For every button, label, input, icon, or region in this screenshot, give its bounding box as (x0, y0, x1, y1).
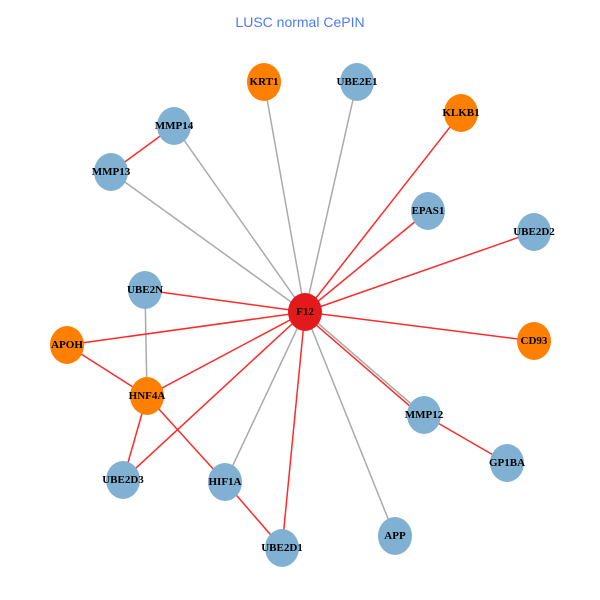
node-label: MMP12 (405, 409, 444, 421)
node-circle[interactable] (106, 461, 140, 499)
node-app[interactable]: APP (378, 517, 412, 555)
node-krt1[interactable]: KRT1 (247, 63, 281, 101)
node-epas1[interactable]: EPAS1 (411, 192, 445, 230)
node-mmp12[interactable]: MMP12 (405, 396, 444, 434)
node-hif1a[interactable]: HIF1A (208, 463, 242, 501)
node-f12[interactable]: F12 (288, 293, 322, 331)
node-ube2d1[interactable]: UBE2D1 (261, 529, 303, 567)
node-ube2d3[interactable]: UBE2D3 (102, 461, 144, 499)
diagram-title: LUSC normal CePIN (235, 14, 365, 30)
edge-f12-ube2e1 (304, 81, 358, 313)
edge-f12-mmp12 (302, 313, 423, 418)
edge-f12-cd93 (304, 311, 535, 342)
node-circle[interactable] (288, 293, 322, 331)
node-label: APP (384, 530, 406, 542)
node-hnf4a[interactable]: HNF4A (129, 377, 166, 415)
node-circle[interactable] (407, 396, 441, 434)
node-mmp14[interactable]: MMP14 (155, 107, 194, 145)
node-circle[interactable] (247, 63, 281, 101)
node-label: UBE2D3 (102, 474, 144, 486)
node-circle[interactable] (411, 192, 445, 230)
node-circle[interactable] (378, 517, 412, 555)
node-circle[interactable] (157, 107, 191, 145)
node-cd93[interactable]: CD93 (517, 322, 551, 360)
node-label: MMP13 (92, 166, 131, 178)
edge-f12-hnf4a (146, 311, 306, 397)
edge-f12-ube2d2 (304, 231, 535, 313)
node-circle[interactable] (50, 326, 84, 364)
node-label: F12 (296, 306, 314, 318)
node-circle[interactable] (94, 153, 128, 191)
edge-f12-klkb1 (304, 112, 462, 313)
edge-f12-app (304, 311, 396, 537)
node-mmp13[interactable]: MMP13 (92, 153, 131, 191)
node-circle[interactable] (340, 63, 374, 101)
node-ube2e1[interactable]: UBE2E1 (337, 63, 378, 101)
node-ube2d2[interactable]: UBE2D2 (513, 213, 555, 251)
node-circle[interactable] (517, 322, 551, 360)
node-klkb1[interactable]: KLKB1 (442, 94, 480, 132)
node-circle[interactable] (130, 377, 164, 415)
node-circle[interactable] (208, 463, 242, 501)
node-circle[interactable] (265, 529, 299, 567)
edge-f12-mmp13 (110, 171, 306, 313)
edge-f12-mmp14 (173, 125, 306, 313)
node-label: MMP14 (155, 120, 194, 132)
node-label: UBE2D1 (261, 542, 303, 554)
node-label: CD93 (521, 335, 548, 347)
edge-f12-krt1 (263, 81, 306, 313)
node-gp1ba[interactable]: GP1BA (489, 444, 525, 482)
node-label: APOH (51, 339, 83, 351)
node-label: HNF4A (129, 390, 166, 402)
node-ube2n[interactable]: UBE2N (127, 271, 163, 309)
node-circle[interactable] (490, 444, 524, 482)
node-apoh[interactable]: APOH (50, 326, 84, 364)
edge-f12-ube2d1 (281, 311, 306, 549)
node-label: KLKB1 (442, 107, 479, 119)
node-label: KRT1 (250, 76, 279, 88)
node-label: HIF1A (209, 476, 242, 488)
edge-f12-hif1a (224, 311, 306, 483)
node-label: UBE2E1 (337, 76, 378, 88)
node-circle[interactable] (517, 213, 551, 251)
edge-f12-ube2n (144, 289, 306, 313)
node-label: UBE2D2 (513, 226, 555, 238)
edge-f12-epas1 (304, 210, 429, 313)
node-label: GP1BA (489, 457, 525, 469)
edge-f12-ube2d3 (122, 311, 306, 481)
edge-f12-apoh (66, 311, 306, 346)
node-circle[interactable] (128, 271, 162, 309)
node-label: EPAS1 (412, 205, 445, 217)
node-circle[interactable] (444, 94, 478, 132)
edge-f12-mmp12 (304, 311, 425, 416)
node-label: UBE2N (127, 284, 163, 296)
edge-hnf4a-hif1a (146, 395, 226, 483)
